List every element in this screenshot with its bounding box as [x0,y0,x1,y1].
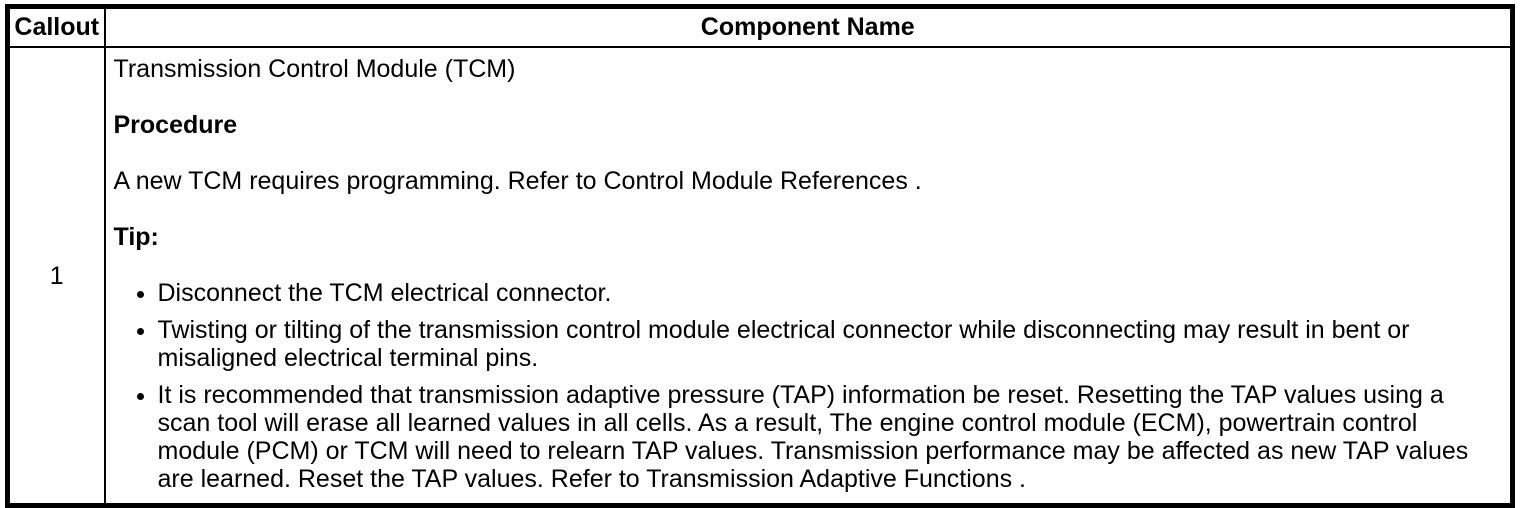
table-header-row: Callout Component Name [6,5,1514,48]
tip-list-item: It is recommended that transmission adap… [158,381,1501,493]
procedure-text: A new TCM requires programming. Refer to… [113,167,922,195]
component-name-cell: Transmission Control Module (TCM) Proced… [103,46,1514,507]
table-row: 1 Transmission Control Module (TCM) Proc… [6,46,1514,507]
component-title: Transmission Control Module (TCM) [113,55,516,83]
column-header-callout: Callout [6,5,106,48]
tip-list-item: Twisting or tilting of the transmission … [158,316,1501,372]
procedure-heading: Procedure [113,111,238,139]
component-table: Callout Component Name 1 Transmission Co… [5,4,1515,508]
callout-number-cell: 1 [6,46,106,507]
tip-list: Disconnect the TCM electrical connector.… [114,279,1501,493]
tip-list-item: Disconnect the TCM electrical connector. [158,279,1501,307]
column-header-component-name: Component Name [103,5,1514,48]
tip-heading: Tip: [113,223,159,251]
